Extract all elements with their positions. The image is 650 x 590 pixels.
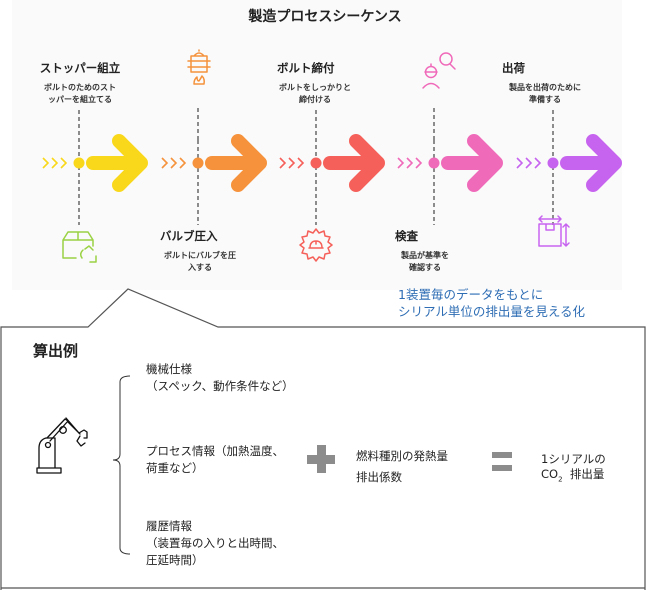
arrow-head-icon xyxy=(586,134,622,192)
pot-fire-icon xyxy=(187,49,211,85)
calc-example-title: 算出例 xyxy=(33,342,79,360)
chevron-icon xyxy=(170,157,178,169)
chevron-icon xyxy=(42,157,50,169)
step-title: ストッパー組立 xyxy=(39,61,121,75)
result-co2: 1シリアルの CO2 排出量 xyxy=(541,452,606,484)
arrow-head-icon xyxy=(467,134,503,192)
step-desc: ボルトをしっかりと締付ける xyxy=(279,83,351,104)
equals-icon xyxy=(492,452,512,458)
chevron-icon xyxy=(161,157,169,169)
input-bracket xyxy=(112,375,131,555)
step-label-inspection: 検査 製品が基準を確認する xyxy=(375,228,475,274)
step-title: 出荷 xyxy=(502,61,525,75)
step-dot xyxy=(73,157,85,169)
chevron-icon xyxy=(179,157,187,169)
plus-icon xyxy=(317,445,326,473)
input-process-info: プロセス情報（加熱温度、荷重など） xyxy=(146,444,284,475)
step-label-shipping: 出荷 製品を出荷のために準備する xyxy=(490,60,600,106)
gear-helmet-icon xyxy=(299,228,333,262)
chevron-icon xyxy=(406,157,414,169)
arrow-head-icon xyxy=(231,134,267,192)
diagram-title: 製造プロセスシーケンス xyxy=(248,9,402,25)
robot-arm-icon xyxy=(36,417,88,474)
step-dot xyxy=(192,157,204,169)
step-desc: 製品を出荷のために準備する xyxy=(509,83,581,104)
step-label-stopper: ストッパー組立 ボルトのためのストッパーを組立てる xyxy=(20,60,140,106)
step-title: 検査 xyxy=(395,229,418,243)
chevron-icon xyxy=(288,157,296,169)
equals-icon xyxy=(492,465,512,471)
arrow-head-icon xyxy=(112,134,148,192)
chevron-icon xyxy=(534,157,542,169)
chevron-icon xyxy=(415,157,423,169)
step-dot xyxy=(310,157,322,169)
chevron-icon xyxy=(525,157,533,169)
step-dot xyxy=(428,157,440,169)
chevron-icon xyxy=(516,157,524,169)
calc-callout-border xyxy=(0,288,646,590)
chevron-icon xyxy=(397,157,405,169)
step-dot xyxy=(547,157,559,169)
step-label-bolt: ボルト締付 ボルトをしっかりと締付ける xyxy=(255,60,375,106)
factors: 燃料種別の発熱量排出係数 xyxy=(356,449,448,484)
visualization-note: 1装置毎のデータをもとに シリアル単位の排出量を見える化 xyxy=(398,287,586,319)
arrow-head-icon xyxy=(349,134,385,192)
step-desc: 製品が基準を確認する xyxy=(401,251,449,272)
chevron-icon xyxy=(51,157,59,169)
step-title: ボルト締付 xyxy=(277,61,335,75)
step-desc: ボルトにバルブを圧入する xyxy=(164,251,236,272)
package-dimensions-icon xyxy=(538,215,570,247)
input-history-info: 履歴情報（装置毎の入りと出時間、圧延時間） xyxy=(146,519,284,567)
chevron-icon xyxy=(279,157,287,169)
chevron-icon xyxy=(60,157,68,169)
box-recycle-icon xyxy=(62,231,97,263)
chevron-icon xyxy=(297,157,305,169)
step-desc: ボルトのためのストッパーを組立てる xyxy=(44,83,116,104)
step-title: バルブ圧入 xyxy=(160,229,218,243)
step-label-valve: バルブ圧入 ボルトにバルブを圧入する xyxy=(140,228,260,274)
worker-search-icon xyxy=(422,52,456,89)
input-machine-spec: 機械仕様（スペック、動作条件など） xyxy=(146,362,294,393)
